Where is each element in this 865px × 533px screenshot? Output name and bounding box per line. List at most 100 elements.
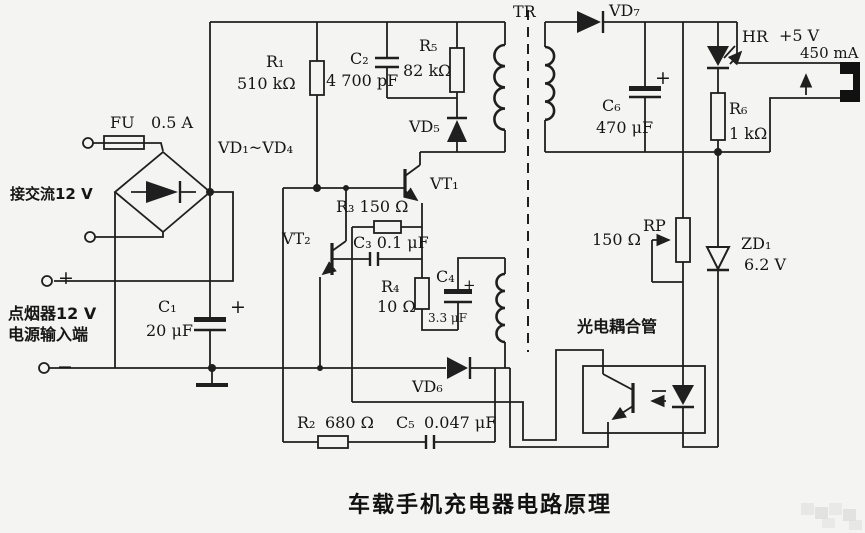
diode-vd5 <box>447 116 467 142</box>
c1-ref-label: C₁ <box>158 297 177 316</box>
optocoupler <box>582 365 706 434</box>
optocoupler-box <box>582 365 706 434</box>
collector-rail-wire <box>419 151 505 165</box>
junction-dot <box>313 184 321 192</box>
junction-dot <box>343 185 349 191</box>
transformer-tr <box>493 10 556 352</box>
secondary-winding <box>544 45 556 122</box>
vd7-ref-label: VD₇ <box>608 1 640 20</box>
opto-led-triangle <box>672 385 694 405</box>
snubber-wire <box>386 22 458 152</box>
r5-ref-label: R₅ <box>419 36 437 55</box>
zd1-ref-label: ZD₁ <box>741 234 771 253</box>
plug-notch <box>840 74 853 90</box>
vd5-ref-label: VD₅ <box>408 117 440 136</box>
fuse-lead-wire <box>93 142 164 152</box>
fuse-body <box>103 135 145 150</box>
vd6-ref-label: VD₆ <box>411 377 443 396</box>
top-rail-wire <box>210 21 840 64</box>
page-title: 车载手机充电器电路原理 <box>348 492 612 518</box>
rp-ref-label: RP <box>643 216 666 235</box>
watermark <box>801 503 862 530</box>
fuse-fu <box>103 135 145 150</box>
c4-winding-wire <box>457 257 506 368</box>
c3-ref-label: C₃ 0.1 μF <box>353 233 429 252</box>
bridge-diamond <box>113 150 212 234</box>
capacitor-c5 <box>424 435 436 449</box>
r3-ref-label: R₃ 150 Ω <box>336 197 408 216</box>
led-hr <box>707 46 741 70</box>
feedback-drop-wire <box>282 187 317 442</box>
vd6-triangle <box>447 357 468 379</box>
zd1-triangle <box>705 246 731 272</box>
c1-value-label: 20 μF <box>146 321 193 340</box>
r4-ref-label: R₄ <box>381 277 399 296</box>
rp-value-label: 150 Ω <box>592 230 641 249</box>
fu-ref-label: FU <box>110 113 135 132</box>
potentiometer-rp <box>652 217 691 263</box>
c1-plate-top <box>194 317 226 322</box>
zener-zd1 <box>705 246 731 272</box>
c5-ref-label: C₅ <box>396 413 415 432</box>
vt2-legs-wire <box>319 188 347 368</box>
rp-wiper-loop-wire <box>651 240 683 283</box>
vt2-emitter <box>321 261 337 276</box>
zd1-value-label: 6.2 V <box>744 255 787 274</box>
plus-sign: + <box>58 267 74 289</box>
vt2-ref-label: VT₂ <box>281 229 311 248</box>
capacitor-c1 <box>194 317 226 332</box>
emitter-node-wire <box>421 203 458 331</box>
dc-input-label-1: 点烟器12 V <box>8 304 97 323</box>
capacitor-c2 <box>375 56 399 69</box>
r1-value-label: 510 kΩ <box>237 74 296 93</box>
ac-terminal-2 <box>84 231 96 243</box>
r5-value-label: 82 kΩ <box>403 61 451 80</box>
r3-c3-wire <box>332 226 422 402</box>
r6-value-label: 1 kΩ <box>729 124 767 143</box>
zero-volt-rail-wire <box>545 97 840 153</box>
r2-value-label: 680 Ω <box>325 413 374 432</box>
bridge-ref-label: VD₁~VD₄ <box>217 138 293 157</box>
dc-input-label-2: 电源输入端 <box>8 325 88 344</box>
transistor-vt2 <box>321 243 337 276</box>
hr-light-arrows <box>723 46 741 64</box>
r2-ref-label: R₂ <box>297 413 315 432</box>
bridge-rectifier <box>113 150 212 234</box>
feedback-line-wire <box>283 368 496 443</box>
c1-plus-sign: + <box>230 296 246 318</box>
junction-dot <box>317 365 323 371</box>
output-connector <box>799 62 860 102</box>
c5-value-label: 0.047 μF <box>424 413 496 432</box>
feedback-winding <box>495 272 506 344</box>
dc-minus-terminal <box>38 362 50 374</box>
fu-value-label: 0.5 A <box>151 113 194 132</box>
c4-value-label: 3.3 μF <box>428 311 467 325</box>
junction-dot <box>714 148 722 156</box>
labels: FU 0.5 A 接交流12 V VD₁~VD₄ 点烟器12 V 电源输入端 +… <box>8 1 859 432</box>
c6-plate-top <box>629 86 661 91</box>
opto-collector-bracket-wire <box>352 349 604 441</box>
opto-light-arrows <box>652 391 666 401</box>
c6-ref-label: C₆ <box>602 96 621 115</box>
resistor-r3 <box>373 220 402 234</box>
c2-ref-label: C₂ <box>350 49 369 68</box>
opto-emitter-loop-wire <box>509 368 609 448</box>
c4-plate-top <box>444 289 472 294</box>
junction-dot <box>208 364 216 372</box>
vd5-triangle <box>447 120 467 142</box>
c2-value-label: 4 700 pF <box>326 71 398 90</box>
dc-plus-rail-wire <box>54 191 234 282</box>
output-voltage-label: +5 V <box>779 26 820 45</box>
phototransistor-emitter <box>611 405 634 420</box>
junction-dots <box>206 148 722 372</box>
hr-ref-label: HR <box>742 27 769 46</box>
ac-terminal-1 <box>82 137 94 149</box>
primary-winding <box>493 43 506 132</box>
opto-led-chain-wire <box>682 262 719 448</box>
resistor-r5 <box>449 47 465 93</box>
bridge-diode-icon <box>146 181 178 203</box>
input-terminals <box>38 137 96 374</box>
diode-vd6 <box>447 357 472 379</box>
vd7-triangle <box>577 11 601 33</box>
